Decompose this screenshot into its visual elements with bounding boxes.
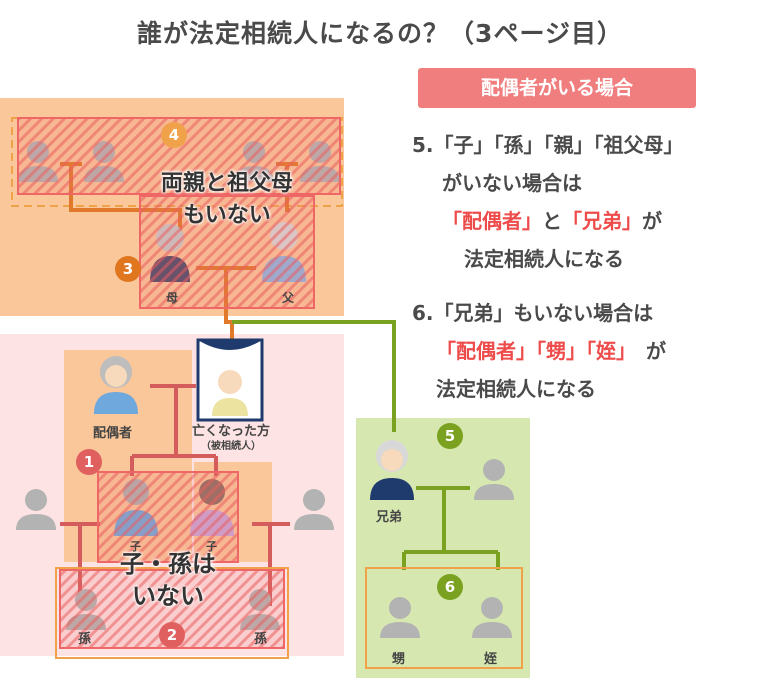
number-2-badge: 2 [159,622,185,648]
grandchildren-box [55,567,289,659]
deceased-label-line2: （被相続人） [201,441,261,452]
parents-absent-label: 両親と祖父母 もいない [160,171,293,228]
number-5-badge: 5 [437,423,463,449]
rule-6-heirs: 「配偶者」「甥」「姪」 [436,339,636,363]
number-3-badge: 3 [115,256,141,282]
rule-5-line3: 「配偶者」と「兄弟」が [412,202,752,240]
rule-6-ga: が [646,339,666,363]
nephew-niece-lines [402,486,500,570]
grandchild-right-label: 孫 [254,632,268,647]
rule-6: 6.「兄弟」もいない場合は 「配偶者」「甥」「姪」が 法定相続人になる [412,294,752,408]
spouse-present-badge: 配偶者がいる場合 [418,68,696,108]
sibling-figure [370,440,414,500]
nephew-label: 甥 [392,652,406,667]
niece-label: 姪 [484,652,498,667]
rule-5-sibling: 「兄弟」 [562,209,642,233]
children-absent-label: 子・孫は いない [120,550,216,610]
number-1-badge: 1 [76,449,102,475]
page-title: 誰が法定相続人になるの？（3ページ目） [137,19,623,48]
rule-6-line3: 法定相続人になる [436,377,596,401]
number-6-badge: 6 [437,574,463,600]
rule-5-and: と [542,209,562,233]
rule-6-line2: 「配偶者」「甥」「姪」が [412,332,752,370]
mother-label: 母 [166,291,179,305]
rule-5-ga: が [642,209,662,233]
rule-5: 5.「子」「孫」「親」「祖父母」 がいない場合は 「配偶者」と「兄弟」が 法定相… [412,126,752,278]
child-right-label: 子 [206,540,217,553]
sibling-line [232,320,396,432]
parents-absent-hatch [139,195,315,309]
father-label: 父 [282,291,295,305]
deceased-label: 亡くなった方 （被相続人） [188,424,274,454]
rule-5-line4: 法定相続人になる [464,247,624,271]
spouse-label: 配偶者 [93,426,133,441]
sibling-label: 兄弟 [376,510,403,525]
rule-6-line1: 6.「兄弟」もいない場合は [412,301,654,325]
child-left-label: 子 [130,540,141,553]
rule-5-line1: 5.「子」「孫」「親」「祖父母」 [412,133,684,157]
nephew-niece-box [365,567,523,669]
spouse-figure [94,356,138,414]
deceased-portrait [196,338,264,422]
rule-5-line2: がいない場合は [442,171,582,195]
deceased-label-line1: 亡くなった方 [191,424,270,439]
rule-5-spouse: 「配偶者」 [442,209,542,233]
number-4-badge: 4 [161,122,187,148]
grandchild-left-label: 孫 [78,632,92,647]
children-absent-hatch [97,471,239,563]
